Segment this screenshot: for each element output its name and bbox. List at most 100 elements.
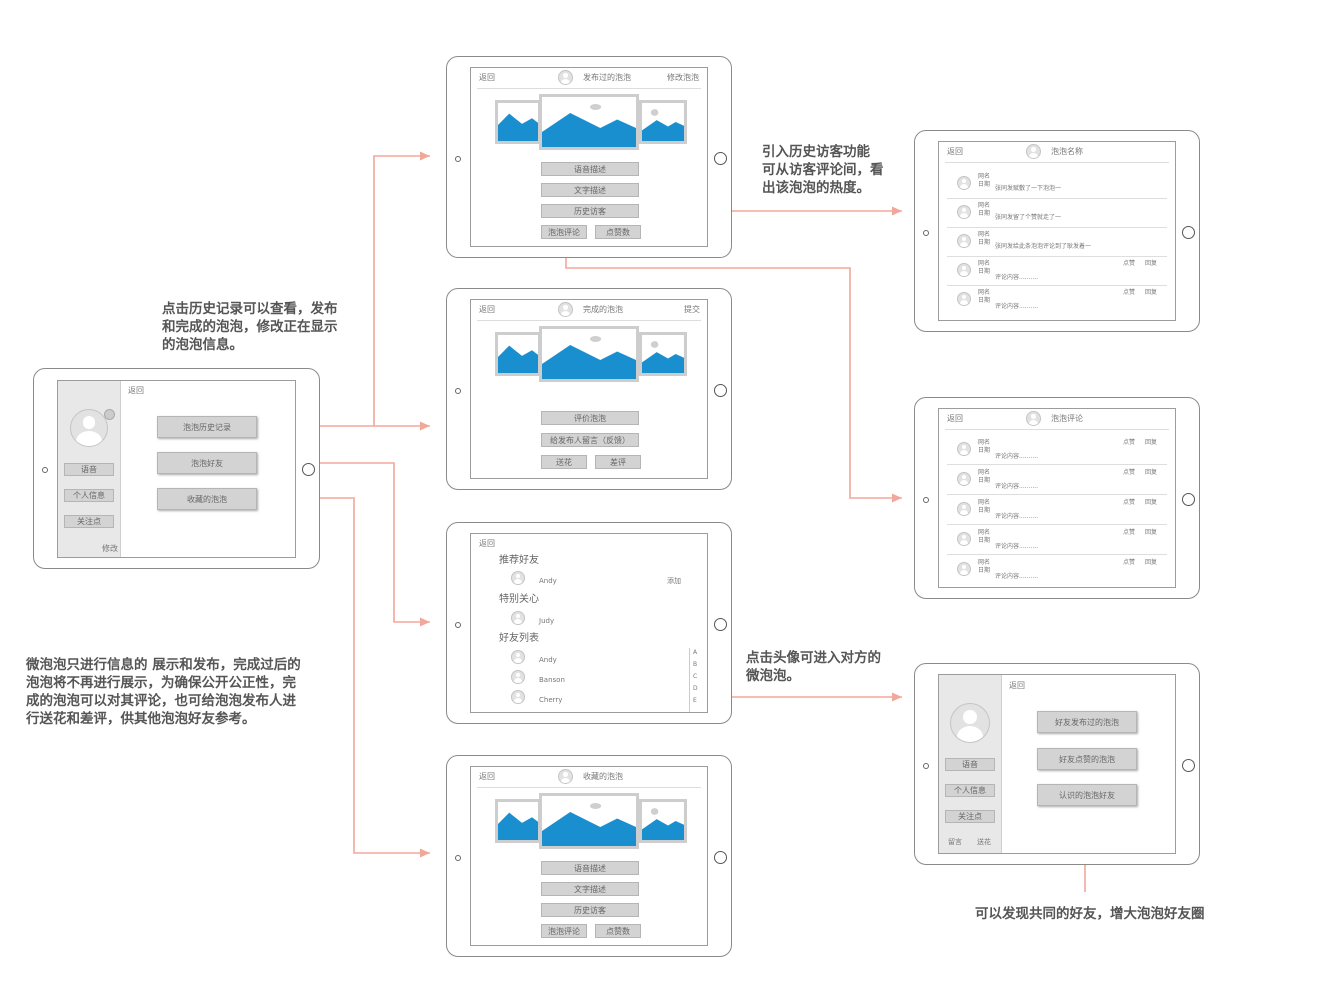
avatar[interactable]: [957, 205, 971, 219]
friend-published-button[interactable]: 好友发布过的泡泡: [1037, 711, 1137, 733]
flower-link[interactable]: 送花: [977, 838, 991, 846]
index-letter[interactable]: B: [693, 661, 698, 668]
likes-button[interactable]: 点赞数: [595, 924, 641, 938]
like-link[interactable]: 点赞: [1123, 439, 1136, 446]
rate-button[interactable]: 评价泡泡: [541, 411, 639, 425]
flower-button[interactable]: 送花: [541, 455, 587, 469]
edit-link[interactable]: 修改: [102, 544, 118, 553]
image-thumb-right[interactable]: [639, 799, 687, 843]
image-thumb-right[interactable]: [639, 332, 687, 376]
message-button[interactable]: 给发布人留言（反馈）: [541, 433, 639, 447]
image-thumb-left[interactable]: [495, 100, 541, 144]
avatar[interactable]: [70, 409, 108, 447]
mutual-friends-button[interactable]: 认识的泡泡好友: [1037, 784, 1137, 806]
home-button[interactable]: [1182, 493, 1195, 506]
favorites-button[interactable]: 收藏的泡泡: [157, 488, 257, 510]
back-link[interactable]: 返回: [479, 305, 495, 314]
comment-row[interactable]: 网名 日期 评论内容.......... 点赞 回复: [947, 465, 1167, 495]
likes-button[interactable]: 点赞数: [595, 225, 641, 239]
back-link[interactable]: 返回: [479, 772, 495, 781]
like-link[interactable]: 点赞: [1123, 260, 1136, 267]
like-link[interactable]: 点赞: [1123, 499, 1136, 506]
reply-link[interactable]: 回复: [1145, 469, 1158, 476]
back-link[interactable]: 返回: [128, 386, 144, 395]
home-button[interactable]: [302, 463, 315, 476]
list-item[interactable]: 网名 日期 张同发留了个赞就走了一: [947, 198, 1167, 228]
avatar[interactable]: [511, 670, 525, 684]
list-item[interactable]: 网名 日期 评论内容.......... 点赞 回复: [947, 285, 1167, 314]
comments-button[interactable]: 泡泡评论: [541, 924, 587, 938]
voice-button[interactable]: 语音: [945, 758, 995, 771]
list-item[interactable]: 网名 日期 张同发给此条泡泡评论到了耿发着一: [947, 227, 1167, 257]
home-button[interactable]: [714, 384, 727, 397]
friend-name[interactable]: Andy: [539, 577, 557, 585]
like-link[interactable]: 点赞: [1123, 469, 1136, 476]
list-item[interactable]: 网名 日期 评论内容.......... 点赞 回复: [947, 256, 1167, 286]
index-letter[interactable]: A: [693, 649, 698, 656]
comment-row[interactable]: 网名 日期 评论内容.......... 点赞 回复: [947, 555, 1167, 584]
focus-button[interactable]: 关注点: [945, 810, 995, 823]
info-button[interactable]: 个人信息: [945, 784, 995, 797]
reply-link[interactable]: 回复: [1145, 559, 1158, 566]
back-link[interactable]: 返回: [479, 73, 495, 82]
voice-desc-button[interactable]: 语音描述: [541, 162, 639, 176]
visitors-button[interactable]: 历史访客: [541, 903, 639, 917]
friend-name[interactable]: Cherry: [539, 696, 563, 704]
bad-review-button[interactable]: 差评: [595, 455, 641, 469]
home-button[interactable]: [714, 851, 727, 864]
voice-desc-button[interactable]: 语音描述: [541, 861, 639, 875]
back-link[interactable]: 返回: [479, 539, 495, 548]
friend-name[interactable]: Judy: [539, 617, 555, 625]
comment-row[interactable]: 网名 日期 评论内容.......... 点赞 回复: [947, 495, 1167, 525]
image-main[interactable]: [539, 793, 639, 849]
like-link[interactable]: 点赞: [1123, 529, 1136, 536]
message-link[interactable]: 留言: [948, 838, 962, 846]
history-button[interactable]: 泡泡历史记录: [157, 416, 257, 438]
text-desc-button[interactable]: 文字描述: [541, 882, 639, 896]
like-link[interactable]: 点赞: [1123, 559, 1136, 566]
info-button[interactable]: 个人信息: [64, 489, 114, 502]
index-letter[interactable]: C: [693, 673, 698, 680]
avatar[interactable]: [957, 442, 971, 456]
image-main[interactable]: [539, 94, 639, 150]
visitors-button[interactable]: 历史访客: [541, 204, 639, 218]
reply-link[interactable]: 回复: [1145, 260, 1158, 267]
back-link[interactable]: 返回: [947, 414, 963, 423]
image-main[interactable]: [539, 326, 639, 382]
focus-button[interactable]: 关注点: [64, 515, 114, 528]
avatar[interactable]: [957, 472, 971, 486]
home-button[interactable]: [714, 152, 727, 165]
avatar[interactable]: [511, 611, 525, 625]
voice-button[interactable]: 语音: [64, 463, 114, 476]
edit-link[interactable]: 修改泡泡: [667, 73, 699, 82]
submit-link[interactable]: 提交: [684, 305, 700, 314]
avatar[interactable]: [957, 263, 971, 277]
like-link[interactable]: 点赞: [1123, 289, 1136, 296]
index-letter[interactable]: D: [693, 685, 698, 692]
list-item[interactable]: 网名 日期 张同发赋敷了一下泡泡一: [947, 169, 1167, 199]
avatar[interactable]: [957, 292, 971, 306]
friend-liked-button[interactable]: 好友点赞的泡泡: [1037, 748, 1137, 770]
avatar[interactable]: [511, 571, 525, 585]
avatar[interactable]: [511, 690, 525, 704]
friends-button[interactable]: 泡泡好友: [157, 452, 257, 474]
reply-link[interactable]: 回复: [1145, 529, 1158, 536]
add-friend-link[interactable]: 添加: [667, 577, 681, 585]
avatar[interactable]: [957, 562, 971, 576]
reply-link[interactable]: 回复: [1145, 439, 1158, 446]
image-thumb-left[interactable]: [495, 332, 541, 376]
comments-button[interactable]: 泡泡评论: [541, 225, 587, 239]
alphabet-index[interactable]: A B C D E: [689, 648, 702, 712]
home-button[interactable]: [1182, 759, 1195, 772]
avatar[interactable]: [511, 650, 525, 664]
home-button[interactable]: [1182, 226, 1195, 239]
index-letter[interactable]: E: [693, 697, 697, 704]
reply-link[interactable]: 回复: [1145, 289, 1158, 296]
image-thumb-left[interactable]: [495, 799, 541, 843]
avatar[interactable]: [957, 234, 971, 248]
comment-row[interactable]: 网名 日期 评论内容.......... 点赞 回复: [947, 525, 1167, 555]
comment-row[interactable]: 网名 日期 评论内容.......... 点赞 回复: [947, 435, 1167, 465]
avatar[interactable]: [957, 502, 971, 516]
back-link[interactable]: 返回: [947, 147, 963, 156]
image-thumb-right[interactable]: [639, 100, 687, 144]
